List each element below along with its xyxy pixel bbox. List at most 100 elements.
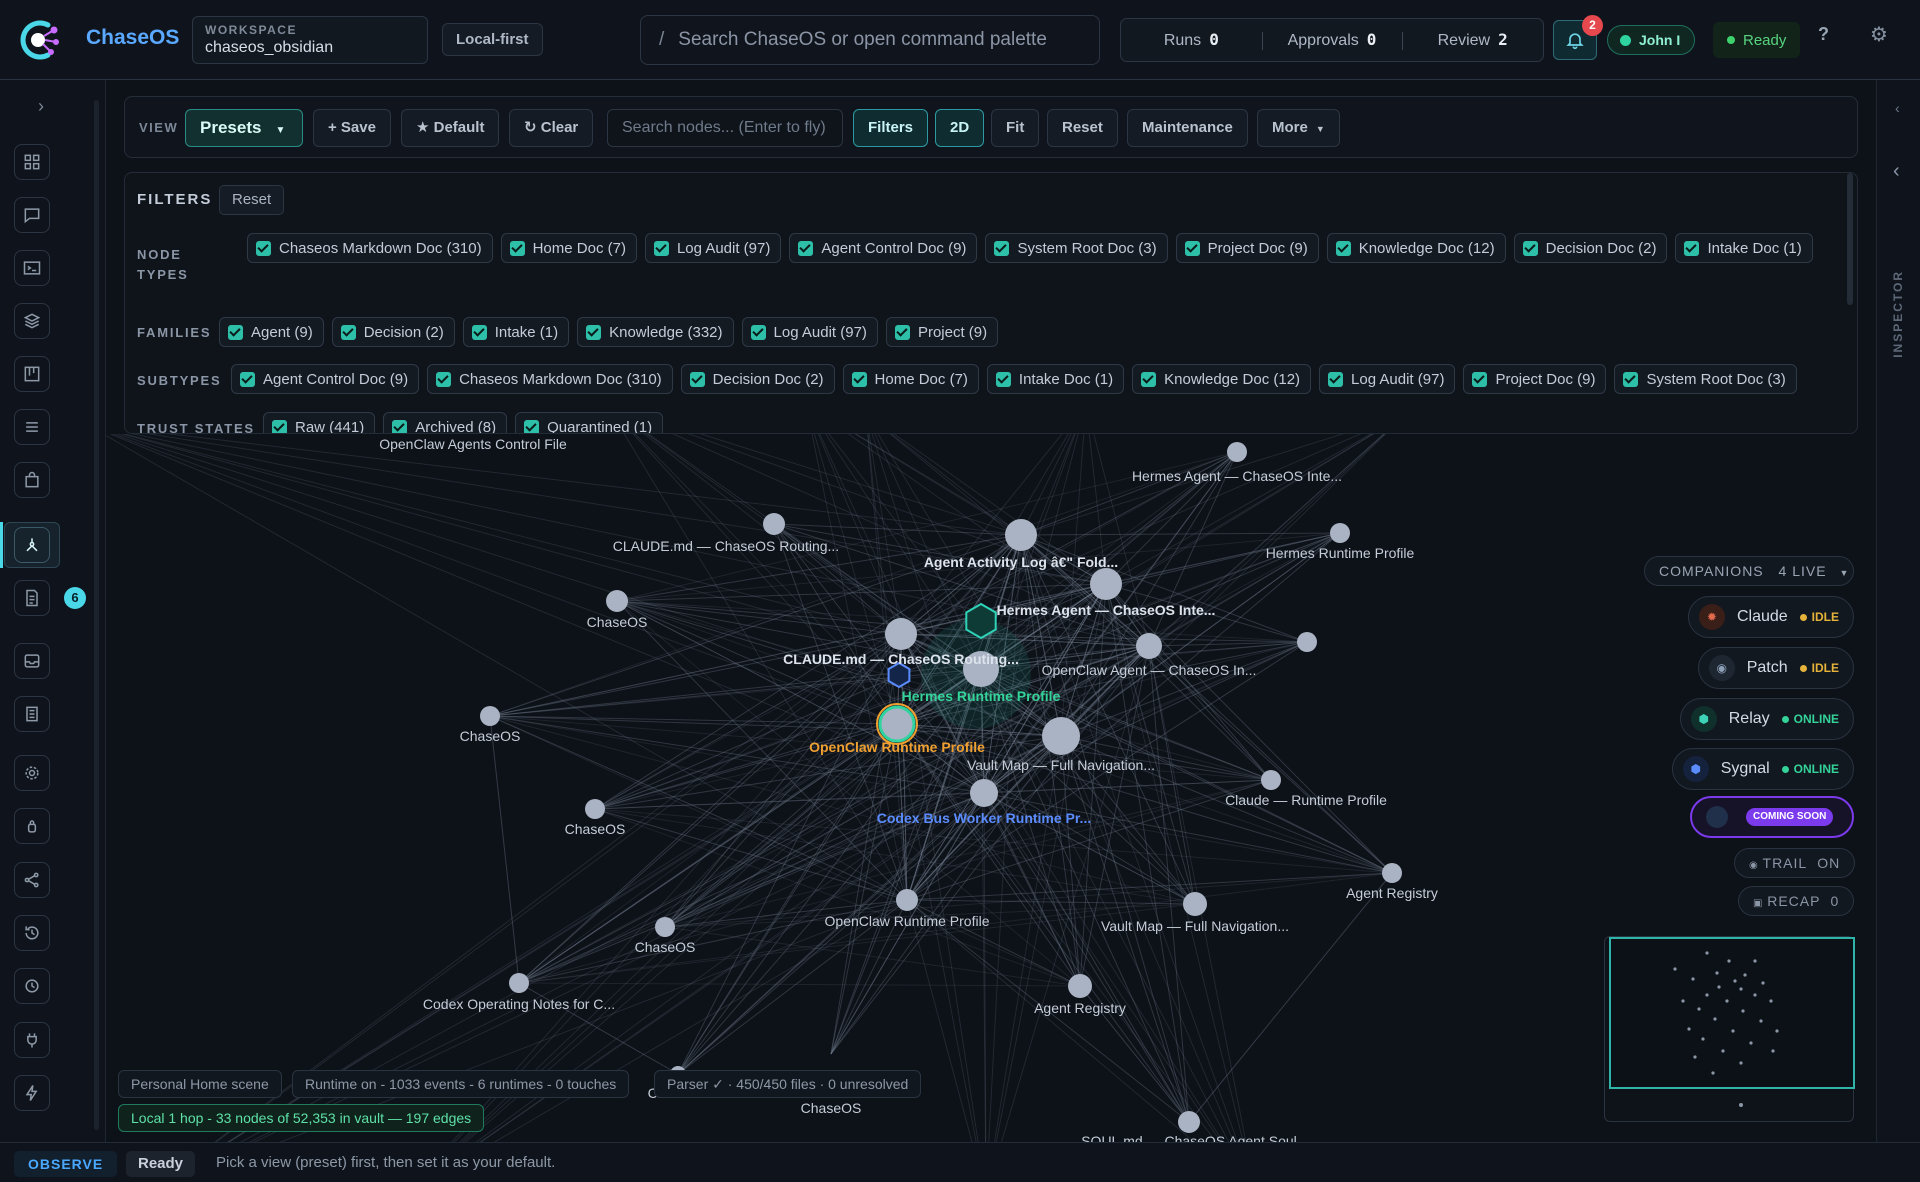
graph-node[interactable] — [763, 513, 785, 535]
graph-node[interactable] — [1136, 633, 1162, 659]
filter-chip[interactable]: Raw (441) — [263, 412, 376, 433]
graph-minimap[interactable] — [1604, 936, 1855, 1122]
filter-chip[interactable]: Project (9) — [885, 317, 999, 347]
checkbox-checked-icon[interactable] — [653, 240, 669, 256]
sidebar-expand-chevron-icon[interactable]: › — [38, 96, 44, 116]
checkbox-checked-icon[interactable] — [240, 371, 255, 387]
checkbox-checked-icon[interactable] — [471, 324, 487, 340]
sidebar-item-clock[interactable] — [14, 968, 50, 1004]
checkbox-checked-icon[interactable] — [586, 324, 602, 340]
filter-chip[interactable]: Home Doc (7) — [500, 233, 637, 263]
sidebar-item-bag[interactable] — [14, 462, 50, 498]
graph-node[interactable] — [606, 590, 628, 612]
graph-svg[interactable]: Hermes Agent — ChaseOS Inte...CLAUDE.md … — [106, 434, 1876, 1142]
relay-marker-icon[interactable] — [965, 602, 997, 640]
checkbox-checked-icon[interactable] — [798, 240, 814, 256]
sidebar-item-lock[interactable] — [14, 808, 50, 844]
filter-chip[interactable]: Intake Doc (1) — [1675, 233, 1813, 263]
reset-view-button[interactable]: Reset — [1047, 109, 1118, 147]
maintenance-button[interactable]: Maintenance — [1127, 109, 1248, 147]
filter-chip[interactable]: Project Doc (9) — [1463, 364, 1607, 394]
graph-node[interactable] — [1227, 442, 1247, 462]
sidebar-item-documents[interactable] — [14, 580, 50, 616]
checkbox-checked-icon[interactable] — [256, 240, 271, 256]
filter-chip[interactable]: Decision (2) — [331, 317, 455, 347]
sidebar-item-dashboard[interactable] — [14, 144, 50, 180]
checkbox-checked-icon[interactable] — [1472, 371, 1488, 387]
sidebar-scrollbar[interactable] — [94, 100, 99, 1130]
sidebar-item-layers[interactable] — [14, 303, 50, 339]
filter-chip[interactable]: Project Doc (9) — [1175, 233, 1319, 263]
filter-chip[interactable]: Quarantined (1) — [515, 412, 664, 433]
save-view-button[interactable]: + Save — [313, 109, 391, 147]
filters-toggle-button[interactable]: Filters — [853, 109, 929, 147]
node-search-input[interactable]: Search nodes... (Enter to fly) — [607, 109, 843, 147]
filter-chip[interactable]: Knowledge (332) — [577, 317, 734, 347]
coming-soon-companion[interactable]: COMING SOON — [1690, 796, 1854, 838]
checkbox-checked-icon[interactable] — [272, 419, 287, 433]
checkbox-checked-icon[interactable] — [851, 371, 867, 387]
graph-node[interactable] — [880, 707, 914, 741]
inspector-open-chevron-icon[interactable]: ‹ — [1893, 160, 1900, 182]
filter-chip[interactable]: Agent Control Doc (9) — [231, 364, 420, 394]
filter-chip[interactable]: Chaseos Markdown Doc (310) — [427, 364, 673, 394]
filters-reset-button[interactable]: Reset — [219, 185, 285, 215]
graph-node[interactable] — [480, 706, 500, 726]
companion-claude[interactable]: ✹ Claude IDLE — [1687, 596, 1854, 638]
graph-node[interactable] — [1005, 519, 1037, 551]
checkbox-checked-icon[interactable] — [1141, 371, 1157, 387]
checkbox-checked-icon[interactable] — [1335, 240, 1351, 256]
filter-chip[interactable]: Log Audit (97) — [741, 317, 878, 347]
sidebar-item-terminal[interactable] — [14, 250, 50, 286]
filter-chip[interactable]: Knowledge Doc (12) — [1326, 233, 1506, 263]
sidebar-item-share[interactable] — [14, 862, 50, 898]
checkbox-checked-icon[interactable] — [894, 324, 910, 340]
checkbox-checked-icon[interactable] — [1684, 240, 1700, 256]
filter-chip[interactable]: Decision Doc (2) — [680, 364, 835, 394]
checkbox-checked-icon[interactable] — [524, 419, 540, 433]
filter-chip[interactable]: Home Doc (7) — [842, 364, 979, 394]
inspector-collapse-chevron-icon[interactable]: ‹ — [1895, 100, 1900, 116]
sidebar-item-history[interactable] — [14, 915, 50, 951]
workspace-selector[interactable]: WORKSPACE chaseos_obsidian — [192, 16, 428, 64]
companion-sygnal[interactable]: ⬢ Sygnal ONLINE — [1671, 748, 1854, 790]
checkbox-checked-icon[interactable] — [228, 324, 243, 340]
filter-chip[interactable]: Intake Doc (1) — [986, 364, 1125, 394]
filters-scrollbar[interactable] — [1847, 173, 1853, 305]
sidebar-item-graph[interactable] — [14, 527, 50, 563]
graph-node[interactable] — [970, 779, 998, 807]
graph-node[interactable] — [1183, 892, 1207, 916]
filter-chip[interactable]: Knowledge Doc (12) — [1132, 364, 1312, 394]
checkbox-checked-icon[interactable] — [994, 240, 1010, 256]
checkbox-checked-icon[interactable] — [995, 371, 1011, 387]
checkbox-checked-icon[interactable] — [1522, 240, 1538, 256]
sidebar-item-chat[interactable] — [14, 197, 50, 233]
more-dropdown[interactable]: More▼ — [1257, 109, 1340, 147]
filter-chip[interactable]: Archived (8) — [383, 412, 508, 433]
filter-chip[interactable]: System Root Doc (3) — [1614, 364, 1797, 394]
filter-chip[interactable]: Log Audit (97) — [1319, 364, 1456, 394]
checkbox-checked-icon[interactable] — [1328, 371, 1344, 387]
sidebar-item-plugins[interactable] — [14, 1022, 50, 1058]
observe-mode-badge[interactable]: OBSERVE — [14, 1151, 118, 1177]
checkbox-checked-icon[interactable] — [340, 324, 356, 340]
sygnal-marker-icon[interactable] — [887, 661, 911, 689]
sidebar-item-settings[interactable] — [14, 755, 50, 791]
filter-chip[interactable]: Chaseos Markdown Doc (310) — [247, 233, 493, 263]
graph-node[interactable] — [1178, 1111, 1200, 1133]
clear-button[interactable]: ↻ Clear — [509, 109, 594, 147]
notifications-button[interactable]: 2 — [1553, 15, 1603, 60]
filter-chip[interactable]: Agent Control Doc (9) — [789, 233, 978, 263]
presets-dropdown[interactable]: Presets▼ — [185, 109, 303, 147]
local-first-pill[interactable]: Local-first — [442, 23, 543, 56]
graph-node[interactable] — [885, 618, 917, 650]
settings-gear-icon[interactable]: ⚙ — [1870, 24, 1888, 46]
graph-node[interactable] — [1382, 863, 1402, 883]
graph-node[interactable] — [1297, 632, 1317, 652]
filter-chip[interactable]: Decision Doc (2) — [1513, 233, 1668, 263]
sidebar-item-actions[interactable] — [14, 1075, 50, 1111]
minimap-viewport[interactable] — [1609, 937, 1855, 1089]
